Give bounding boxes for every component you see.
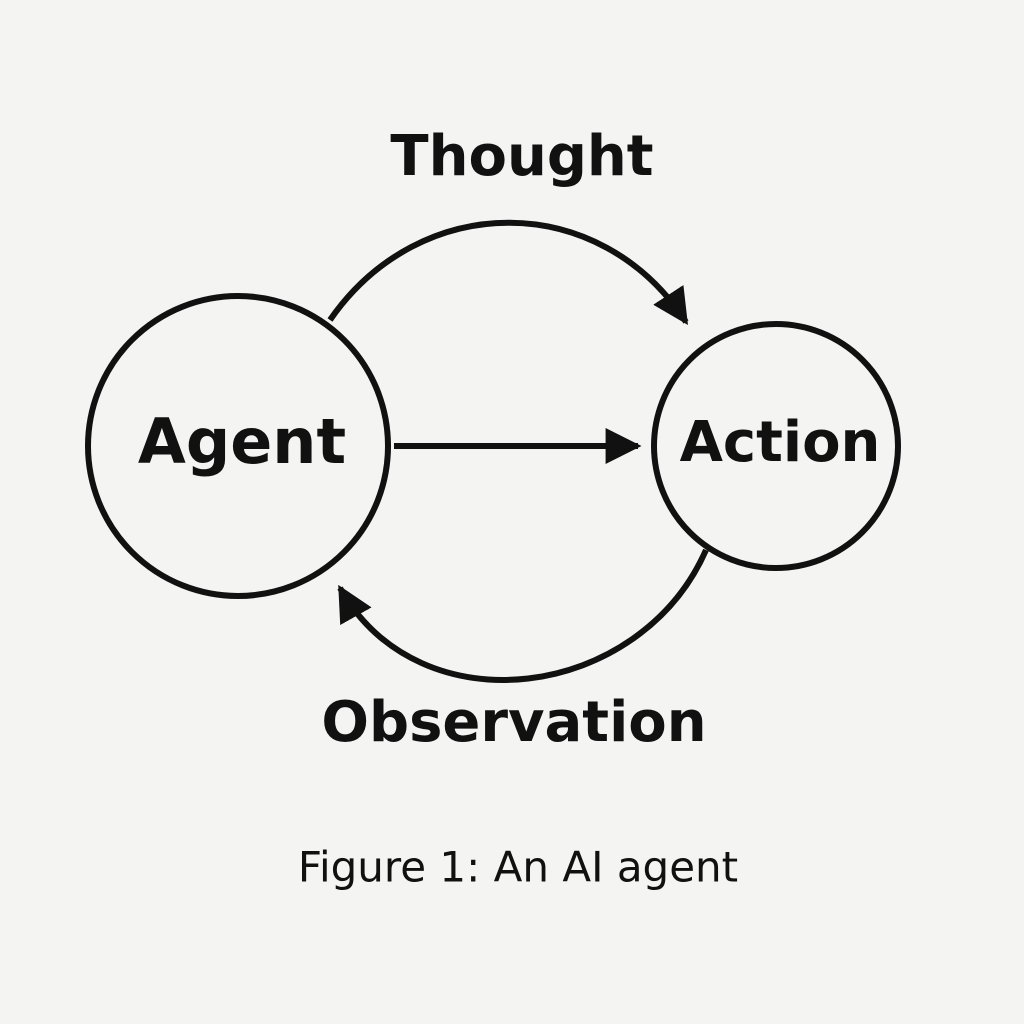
action-node-circle (651, 321, 901, 571)
agent-node-circle (85, 293, 391, 599)
thought-label: Thought (390, 124, 653, 189)
agent-node-label: Agent (138, 405, 346, 478)
action-node-label: Action (680, 410, 881, 475)
agent-node: Agent (85, 293, 391, 599)
observation-arrow (337, 548, 709, 683)
thought-arrow (327, 219, 689, 326)
observation-label: Observation (321, 690, 706, 755)
figure-caption: Figure 1: An AI agent (298, 843, 738, 892)
action-node: Action (651, 321, 901, 571)
